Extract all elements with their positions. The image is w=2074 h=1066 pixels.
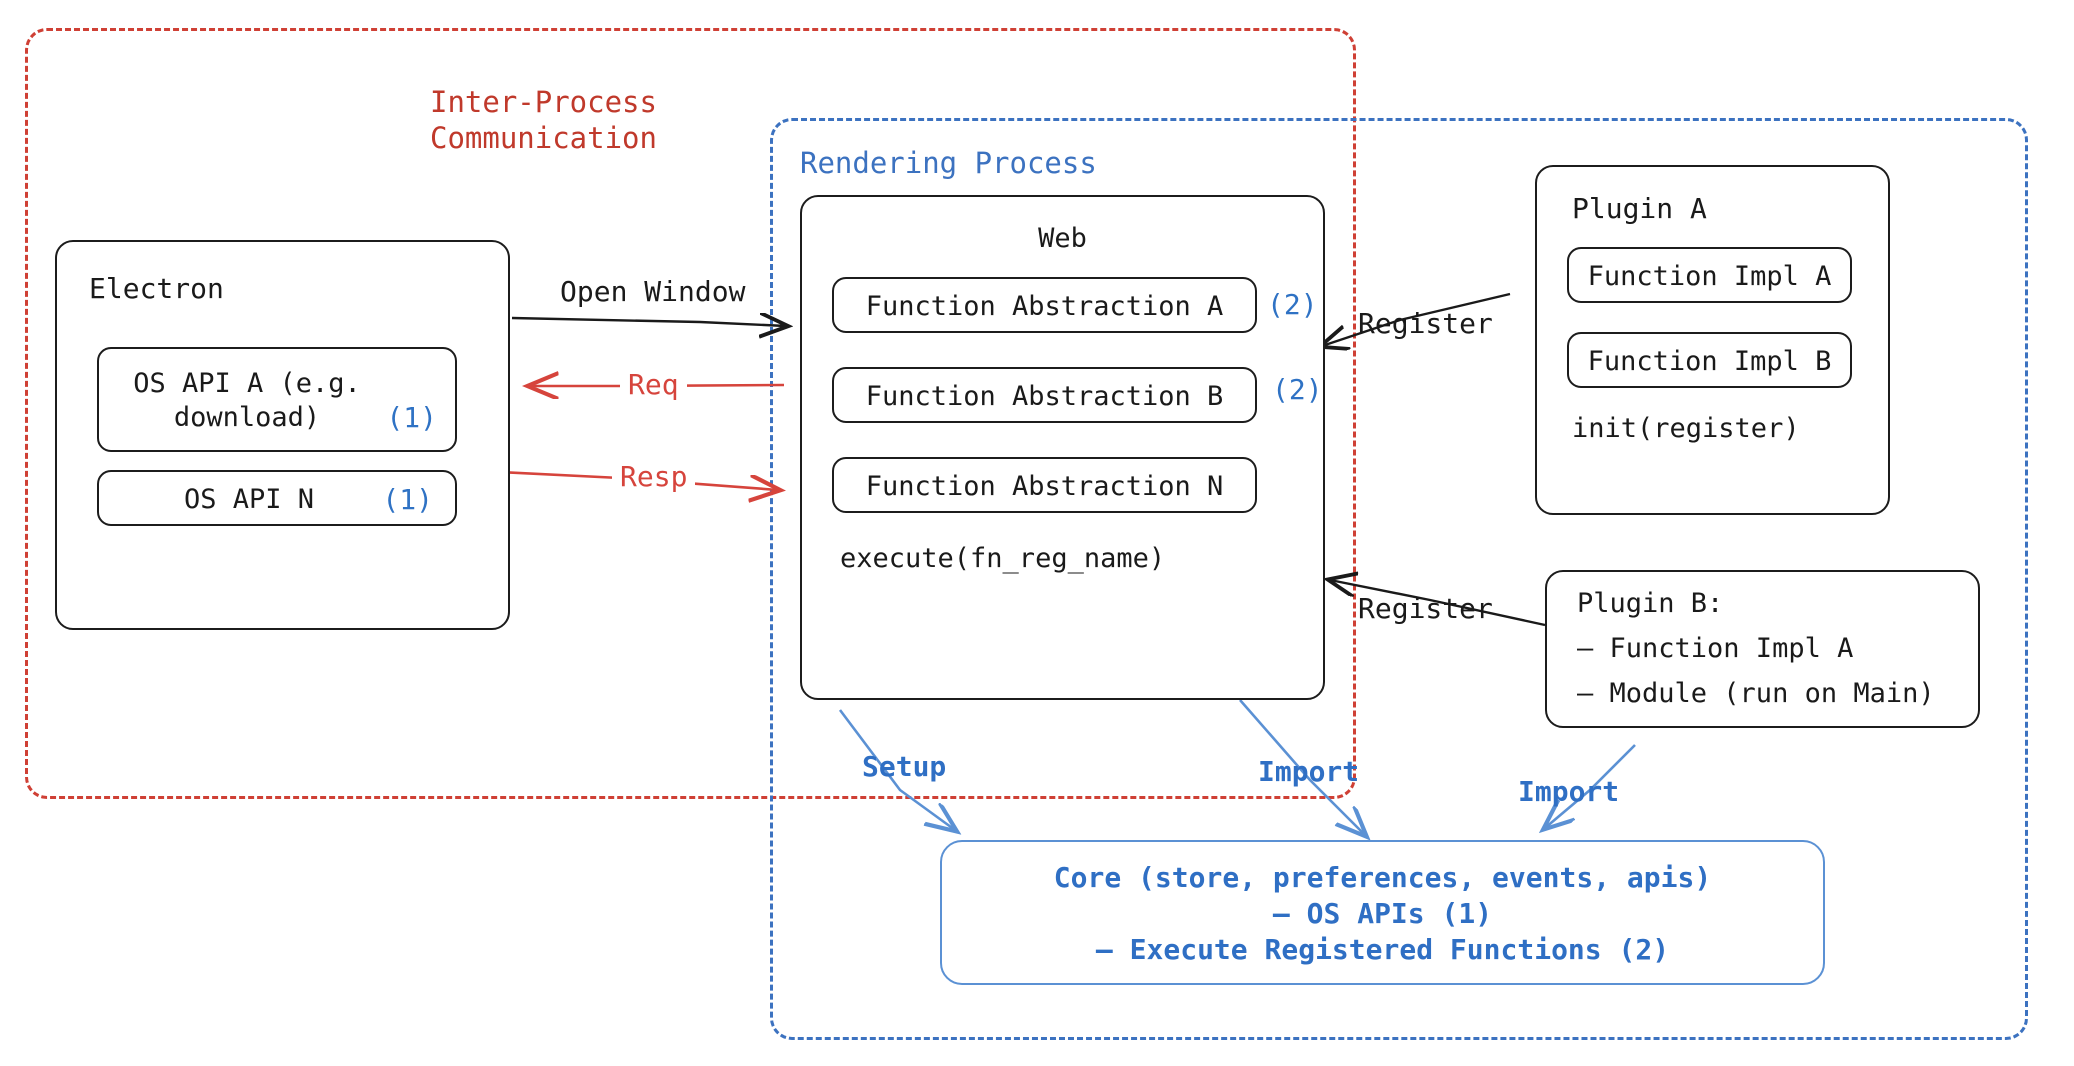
core-item-os-apis: – OS APIs (1)	[1272, 897, 1493, 930]
os-api-a-box[interactable]: OS API A (e.g. download) (1)	[97, 347, 457, 452]
function-abstraction-a-box[interactable]: Function Abstraction A	[832, 277, 1257, 333]
group-rendering-process	[770, 118, 2028, 1040]
os-api-n-badge: (1)	[382, 483, 433, 516]
plugin-b-title: Plugin B:	[1577, 588, 1724, 619]
plugin-b-item-function-impl-a: – Function Impl A	[1577, 633, 1854, 664]
function-impl-a-label: Function Impl A	[1587, 261, 1832, 292]
os-api-n-label: OS API N	[183, 484, 315, 515]
os-api-a-label: OS API A (e.g. download)	[133, 368, 361, 433]
edge-label-import-plugin-b: Import	[1518, 775, 1620, 808]
electron-box[interactable]: Electron OS API A (e.g. download) (1) OS…	[55, 240, 510, 630]
os-api-n-box[interactable]: OS API N (1)	[97, 470, 457, 526]
web-box[interactable]: Web Function Abstraction A (2) Function …	[800, 195, 1325, 700]
function-abstraction-b-label: Function Abstraction B	[865, 381, 1224, 412]
plugin-a-init-label: init(register)	[1572, 413, 1800, 444]
function-abstraction-a-label: Function Abstraction A	[865, 291, 1224, 322]
function-abstraction-b-badge: (2)	[1272, 373, 1323, 406]
core-box[interactable]: Core (store, preferences, events, apis) …	[940, 840, 1825, 985]
plugin-b-box[interactable]: Plugin B: – Function Impl A – Module (ru…	[1545, 570, 1980, 728]
function-abstraction-a-badge: (2)	[1267, 288, 1318, 321]
edge-label-open-window: Open Window	[560, 275, 746, 308]
group-label-rendering-process: Rendering Process	[800, 146, 1097, 180]
function-impl-b-box[interactable]: Function Impl B	[1567, 332, 1852, 388]
edge-label-req: Req	[620, 368, 687, 402]
edge-label-import-web: Import	[1258, 755, 1360, 788]
electron-title: Electron	[89, 272, 224, 305]
function-abstraction-n-label: Function Abstraction N	[865, 471, 1224, 502]
group-label-ipc: Inter-Process Communication	[430, 85, 657, 155]
function-impl-b-label: Function Impl B	[1587, 346, 1832, 377]
core-title: Core (store, preferences, events, apis)	[1053, 861, 1712, 894]
function-impl-a-box[interactable]: Function Impl A	[1567, 247, 1852, 303]
function-abstraction-b-box[interactable]: Function Abstraction B	[832, 367, 1257, 423]
core-item-execute-registered-functions: – Execute Registered Functions (2)	[1095, 933, 1670, 966]
os-api-a-badge: (1)	[386, 401, 437, 434]
edge-label-resp: Resp	[612, 460, 696, 494]
group-inter-process-communication	[25, 28, 1356, 799]
function-abstraction-n-box[interactable]: Function Abstraction N	[832, 457, 1257, 513]
plugin-a-title: Plugin A	[1572, 192, 1707, 225]
plugin-b-item-module: – Module (run on Main)	[1577, 678, 1935, 709]
web-execute-label: execute(fn_reg_name)	[840, 543, 1166, 574]
edge-label-setup: Setup	[862, 750, 947, 783]
edge-label-register-plugin-a: Register	[1358, 307, 1493, 340]
edge-label-register-plugin-b: Register	[1358, 592, 1493, 625]
web-title: Web	[1038, 223, 1087, 254]
plugin-a-box[interactable]: Plugin A Function Impl A Function Impl B…	[1535, 165, 1890, 515]
